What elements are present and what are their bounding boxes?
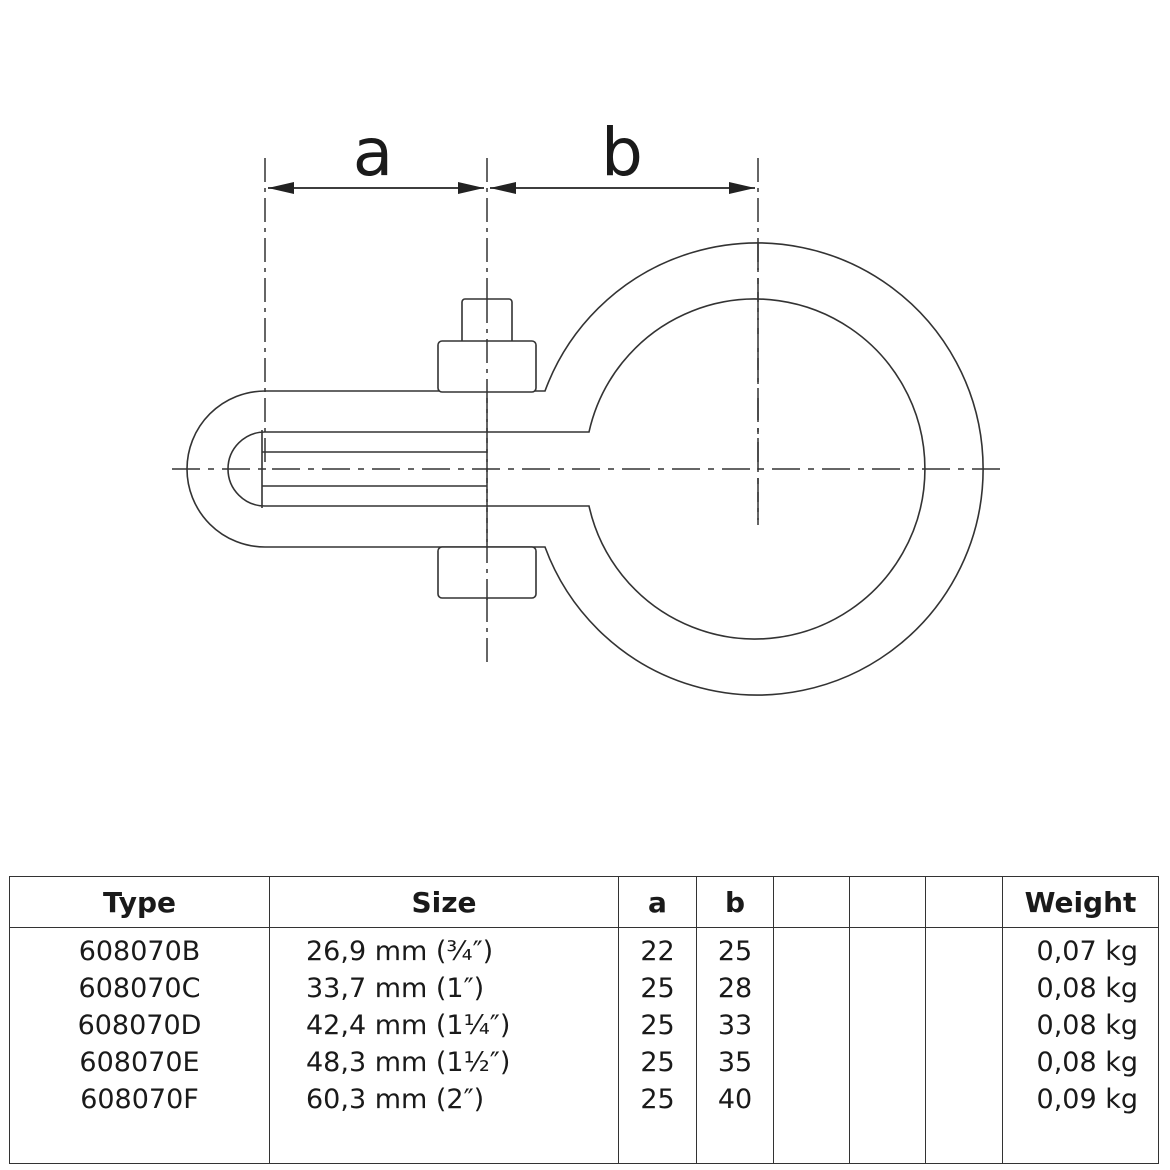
blank-column [925,927,1003,1164]
spec-table: Type Size a b Weight 608070B 608070C 608… [9,876,1159,1164]
col-header-type: Type [9,876,270,928]
dimension-b-label: b [601,114,643,191]
size-column: 26,9 mm (¾″) 33,7 mm (1″) 42,4 mm (1¼″) … [269,927,619,1164]
a-cell: 25 [640,1010,675,1041]
col-header-a: a [618,876,697,928]
type-cell: 608070B [78,936,201,967]
size-cell: 42,4 mm (1¼″) [306,1010,511,1041]
size-cell: 48,3 mm (1½″) [306,1047,511,1078]
weight-cell: 0,09 kg [1036,1084,1138,1115]
type-cell: 608070D [77,1010,202,1041]
col-header-blank [773,876,850,928]
size-cell: 60,3 mm (2″) [306,1084,485,1115]
b-cell: 25 [717,936,753,967]
dimension-b [490,182,755,194]
table-body-row: 608070B 608070C 608070D 608070E 608070F … [10,927,1159,1164]
b-cell: 33 [717,1010,753,1041]
weight-cell: 0,08 kg [1036,973,1138,1004]
blank-column [773,927,850,1164]
weight-column: 0,07 kg 0,08 kg 0,08 kg 0,08 kg 0,09 kg [1002,927,1159,1164]
weight-cell: 0,08 kg [1036,1047,1138,1078]
dimension-a-label: a [353,114,393,191]
a-cell: 22 [640,936,675,967]
a-column: 22 25 25 25 25 [618,927,697,1164]
table-header-row: Type Size a b Weight [9,876,1159,928]
b-cell: 28 [717,973,753,1004]
col-header-b: b [696,876,774,928]
dimension-a [268,182,484,194]
col-header-size: Size [269,876,619,928]
b-cell: 35 [717,1047,753,1078]
col-header-blank [849,876,926,928]
a-cell: 25 [640,1084,675,1115]
col-header-blank [925,876,1003,928]
weight-cell: 0,07 kg [1036,936,1138,967]
a-cell: 25 [640,1047,675,1078]
type-column: 608070B 608070C 608070D 608070E 608070F [10,928,270,1164]
technical-drawing: a b [172,114,1005,696]
type-cell: 608070E [79,1047,200,1078]
a-cell: 25 [640,973,675,1004]
weight-cell: 0,08 kg [1036,1010,1138,1041]
blank-column [849,927,926,1164]
swivel-clamp-outline [186,242,984,696]
col-header-weight: Weight [1002,876,1159,928]
b-cell: 40 [717,1084,753,1115]
b-column: 25 28 33 35 40 [696,927,774,1164]
type-cell: 608070F [80,1084,199,1115]
size-cell: 33,7 mm (1″) [306,973,485,1004]
size-cell: 26,9 mm (¾″) [306,936,494,967]
type-cell: 608070C [78,973,201,1004]
